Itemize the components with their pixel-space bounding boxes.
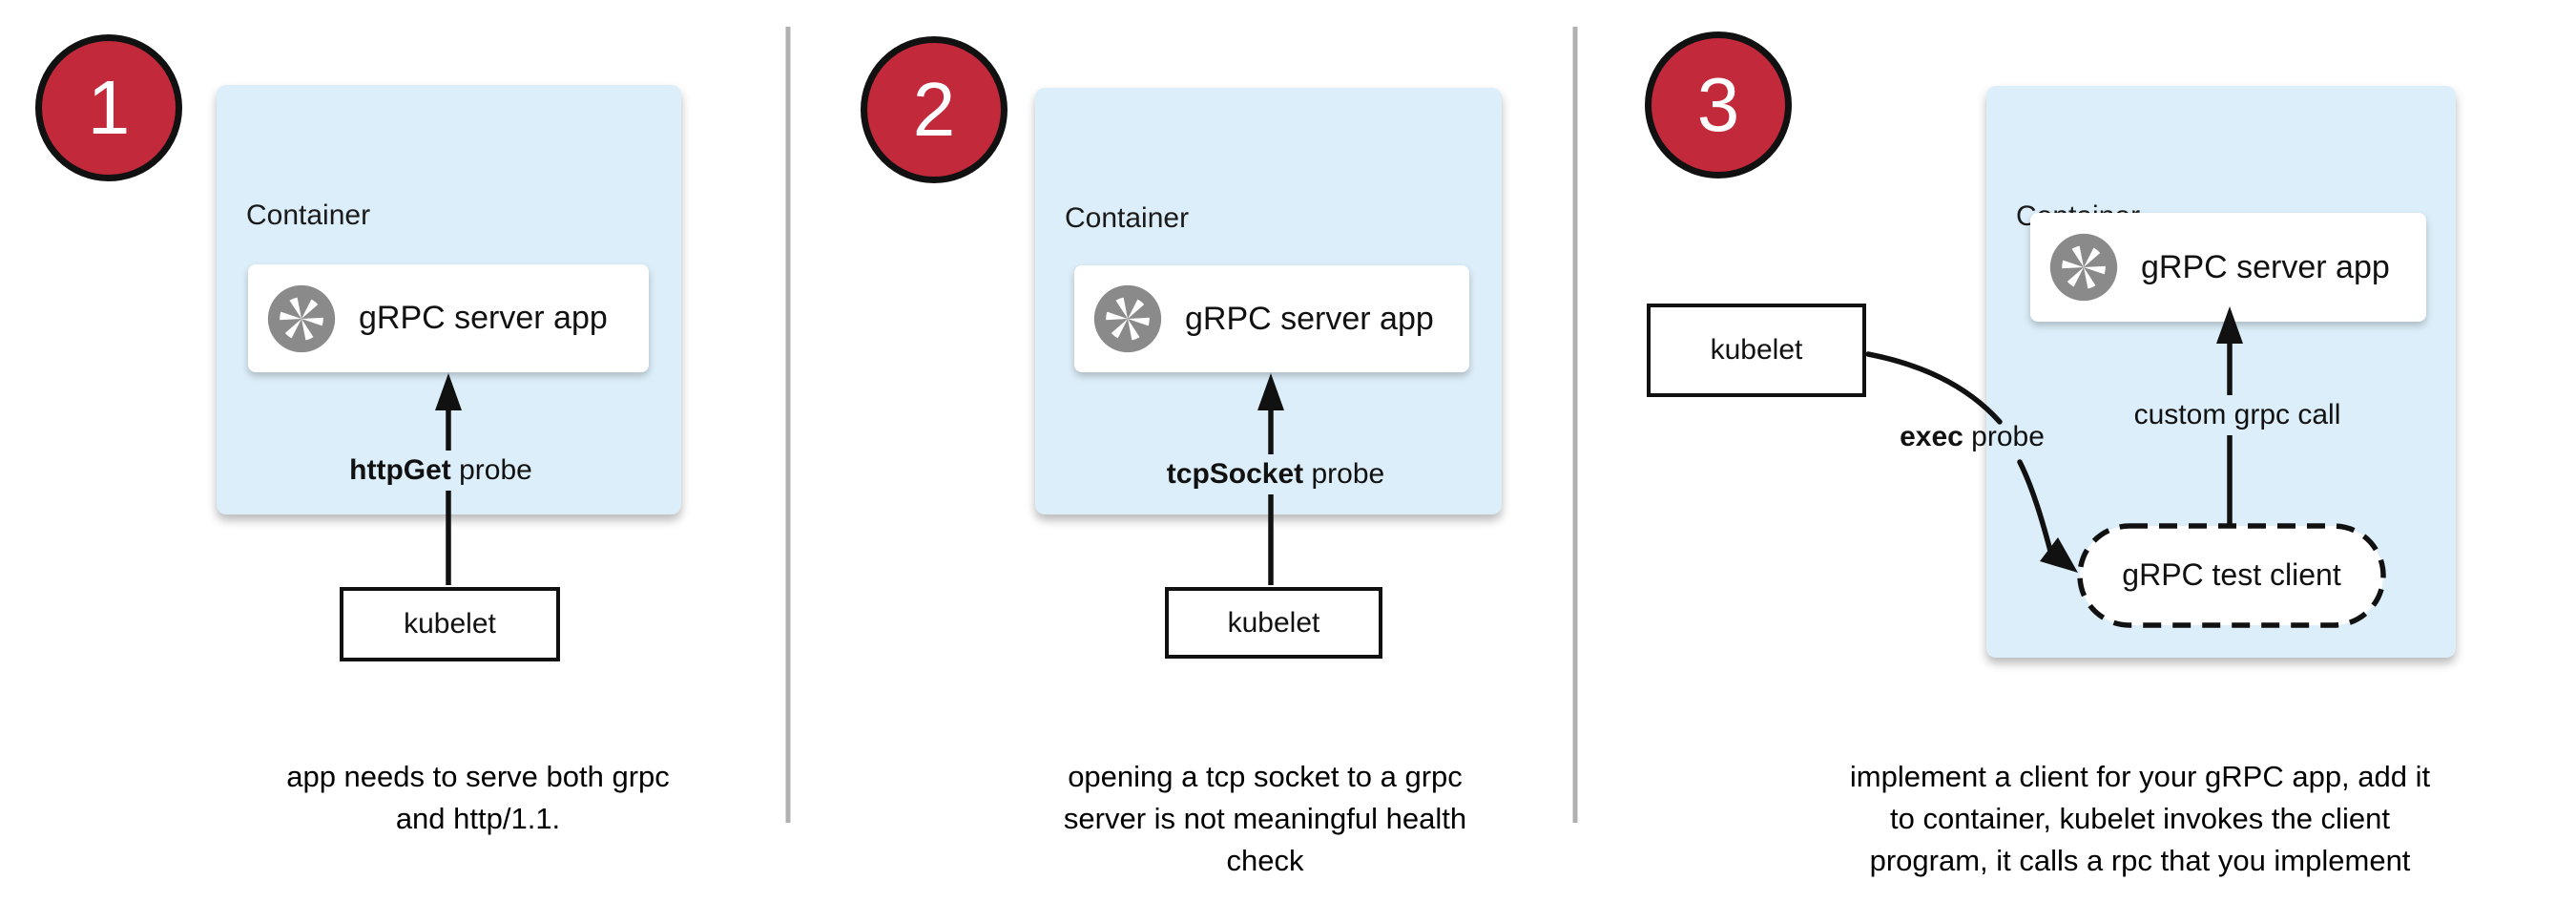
caption-3: implement a client for your gRPC app, ad… <box>1849 760 2431 877</box>
step-badge-1: 1 <box>35 34 182 181</box>
probe-label-1: httpGet probe <box>307 451 574 491</box>
container-label: Container <box>1065 202 1190 234</box>
probe-word: probe <box>459 454 532 486</box>
step-badge-3: 3 <box>1645 31 1792 178</box>
probe-word: probe <box>1971 421 2045 452</box>
exec-probe-curve-upper <box>1865 351 2003 425</box>
step-number: 2 <box>912 67 956 152</box>
caption-1: app needs to serve both grpc and http/1.… <box>286 760 670 835</box>
grpc-server-app-box-1: gRPC server app <box>248 264 649 372</box>
kubelet-box-3: kubelet <box>1647 304 1866 397</box>
kubelet-box-2: kubelet <box>1165 587 1382 659</box>
kubelet-label: kubelet <box>404 608 496 640</box>
aperture-icon <box>1093 284 1162 353</box>
grpc-server-app-label: gRPC server app <box>1185 300 1434 337</box>
grpc-test-client-label: gRPC test client <box>2122 556 2341 592</box>
probe-type: exec <box>1900 421 1963 452</box>
probe-label-2: tcpSocket probe <box>1128 454 1423 494</box>
grpc-server-app-box-3: gRPC server app <box>2030 213 2426 322</box>
step-badge-2: 2 <box>861 36 1008 183</box>
grpc-server-app-label: gRPC server app <box>2141 248 2390 285</box>
probe-word: probe <box>1311 458 1385 490</box>
grpc-server-app-label: gRPC server app <box>359 300 608 336</box>
probe-type: tcpSocket <box>1166 458 1304 490</box>
kubelet-box-1: kubelet <box>340 587 560 661</box>
kubelet-label: kubelet <box>1710 334 1803 366</box>
caption-2: opening a tcp socket to a grpc server is… <box>1063 760 1467 877</box>
step-number: 3 <box>1696 62 1740 147</box>
step-number: 1 <box>87 65 131 150</box>
probe-label-3: exec probe <box>1858 417 2087 457</box>
aperture-icon <box>2049 233 2118 302</box>
grpc-server-app-box-2: gRPC server app <box>1074 265 1469 372</box>
kubelet-label: kubelet <box>1227 606 1320 639</box>
aperture-icon <box>267 284 336 352</box>
custom-grpc-call-label: custom grpc call <box>2113 395 2361 435</box>
container-label: Container <box>246 199 371 231</box>
probe-type: httpGet <box>349 454 451 486</box>
